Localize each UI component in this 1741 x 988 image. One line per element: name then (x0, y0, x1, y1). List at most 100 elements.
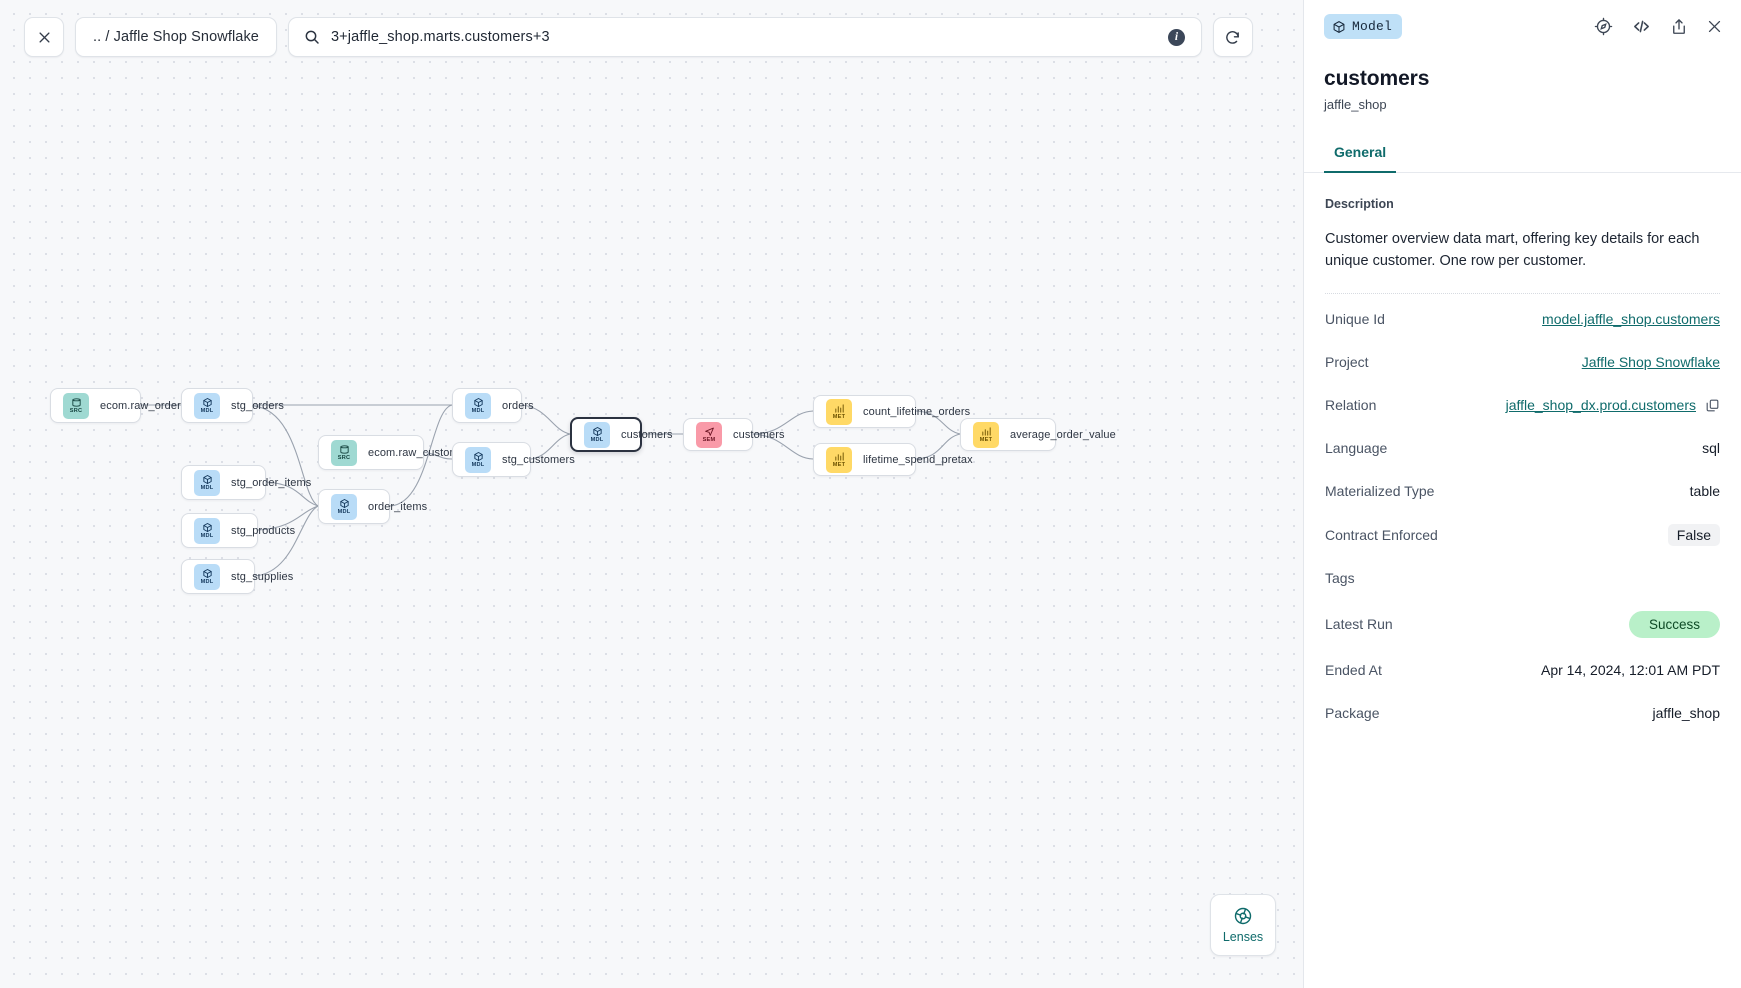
property-row: Latest Run Success (1325, 600, 1720, 649)
lineage-node-label: stg_products (231, 524, 296, 537)
lineage-node-stg_orders[interactable]: MDL stg_orders (181, 388, 284, 423)
property-link[interactable]: jaffle_shop_dx.prod.customers (1505, 397, 1696, 414)
details-panel: Model (1303, 0, 1741, 988)
panel-toolbar: Model (1304, 0, 1741, 53)
src-badge-icon: SRC (331, 439, 357, 466)
tab-general[interactable]: General (1324, 138, 1397, 173)
panel-tabs: General (1304, 138, 1741, 173)
mdl-badge-icon: MDL (465, 392, 491, 419)
lineage-node-stg_order_items[interactable]: MDL stg_order_items (181, 465, 311, 500)
lineage-node-label: average_order_value (1010, 428, 1116, 441)
property-value-wrap: jaffle_shop_dx.prod.customers (1506, 397, 1720, 413)
property-value-wrap: sql (1702, 440, 1720, 456)
description-label: Description (1325, 197, 1394, 211)
sem-badge-icon: SEM (696, 421, 722, 448)
property-key: Tags (1325, 570, 1355, 587)
lineage-node-stg_products[interactable]: MDL stg_products (181, 513, 295, 548)
property-row: Contract Enforced False (1325, 513, 1720, 557)
mdl-badge-icon: MDL (331, 493, 357, 520)
lineage-edge (254, 505, 319, 577)
property-link[interactable]: model.jaffle_shop.customers (1542, 311, 1720, 328)
met-badge-icon: MET (826, 446, 852, 473)
property-key: Language (1325, 440, 1388, 457)
lenses-label: Lenses (1222, 930, 1264, 944)
property-value-wrap: model.jaffle_shop.customers (1542, 311, 1720, 327)
compass-button[interactable] (1594, 17, 1613, 36)
lineage-node-stg_customers[interactable]: MDL stg_customers (452, 442, 575, 477)
lineage-node-count_lifetime_orders[interactable]: MET count_lifetime_orders (813, 395, 970, 428)
mdl-badge-icon: MDL (194, 392, 220, 419)
mdl-badge-icon: MDL (465, 446, 491, 473)
status-badge: Success (1628, 610, 1720, 638)
lineage-node-label: stg_order_items (231, 476, 312, 489)
property-value: Apr 14, 2024, 12:01 AM PDT (1541, 662, 1720, 679)
property-value-wrap: Success (1628, 610, 1720, 638)
lenses-button[interactable]: Lenses (1210, 894, 1276, 956)
property-value-wrap: Apr 14, 2024, 12:01 AM PDT (1541, 662, 1720, 678)
mdl-badge-icon: MDL (194, 469, 220, 496)
lineage-node-average_order_value[interactable]: MET average_order_value (960, 418, 1116, 451)
property-value-wrap: table (1690, 483, 1720, 499)
mdl-badge-icon: MDL (584, 421, 610, 448)
property-row: Tags (1325, 557, 1720, 600)
copy-icon[interactable] (1705, 398, 1720, 413)
refresh-icon (1226, 30, 1240, 44)
src-badge-icon: SRC (63, 392, 89, 419)
page-title: customers (1324, 67, 1430, 90)
property-key: Latest Run (1325, 616, 1393, 633)
share-button[interactable] (1670, 17, 1688, 36)
met-badge-icon: MET (826, 398, 852, 425)
aperture-icon (1234, 907, 1252, 925)
breadcrumb-button[interactable]: .. / Jaffle Shop Snowflake (75, 17, 277, 57)
close-icon (38, 31, 50, 43)
cube-icon (1333, 20, 1345, 33)
property-value: jaffle_shop (1652, 705, 1720, 722)
lineage-node-label: stg_orders (231, 399, 284, 412)
lineage-node-stg_supplies[interactable]: MDL stg_supplies (181, 559, 293, 594)
lineage-node-label: count_lifetime_orders (863, 405, 971, 418)
property-key: Unique Id (1325, 311, 1385, 328)
property-value: sql (1702, 440, 1720, 457)
search-input[interactable] (330, 29, 1157, 45)
property-row: Relation jaffle_shop_dx.prod.customers (1325, 384, 1720, 427)
resource-type-badge: Model (1324, 14, 1403, 39)
description-text: Customer overview data mart, offering ke… (1325, 231, 1700, 270)
lineage-node-label: stg_supplies (231, 570, 294, 583)
search-bar[interactable]: i (287, 17, 1202, 57)
mdl-badge-icon: MDL (194, 563, 220, 590)
view-code-button[interactable] (1631, 17, 1652, 36)
property-value-wrap: Jaffle Shop Snowflake (1582, 354, 1720, 370)
close-lineage-button[interactable] (24, 17, 64, 57)
property-value-wrap: False (1667, 523, 1720, 546)
breadcrumb: .. / Jaffle Shop Snowflake (93, 29, 259, 45)
refresh-button[interactable] (1212, 17, 1253, 57)
property-key: Project (1325, 354, 1369, 371)
property-key: Contract Enforced (1325, 526, 1438, 543)
property-key: Package (1325, 705, 1380, 722)
close-icon (1708, 20, 1721, 33)
share-icon (1673, 19, 1685, 34)
lineage-node-ecom_raw_orders[interactable]: SRC ecom.raw_orders (50, 388, 186, 423)
canvas-toolbar: .. / Jaffle Shop Snowflake i (24, 17, 1253, 57)
info-icon[interactable]: i (1167, 28, 1185, 46)
property-key: Materialized Type (1325, 483, 1435, 500)
property-link[interactable]: Jaffle Shop Snowflake (1581, 354, 1720, 371)
lineage-node-label: ecom.raw_orders (100, 399, 187, 412)
lineage-node-label: stg_customers (502, 453, 575, 466)
property-value: table (1689, 483, 1720, 500)
property-row: Language sql (1325, 427, 1720, 470)
property-key: Ended At (1325, 662, 1382, 679)
mdl-badge-icon: MDL (194, 517, 220, 544)
panel-icon-group (1594, 17, 1723, 36)
met-badge-icon: MET (973, 421, 999, 448)
property-key: Relation (1325, 397, 1377, 414)
close-panel-button[interactable] (1706, 18, 1723, 35)
